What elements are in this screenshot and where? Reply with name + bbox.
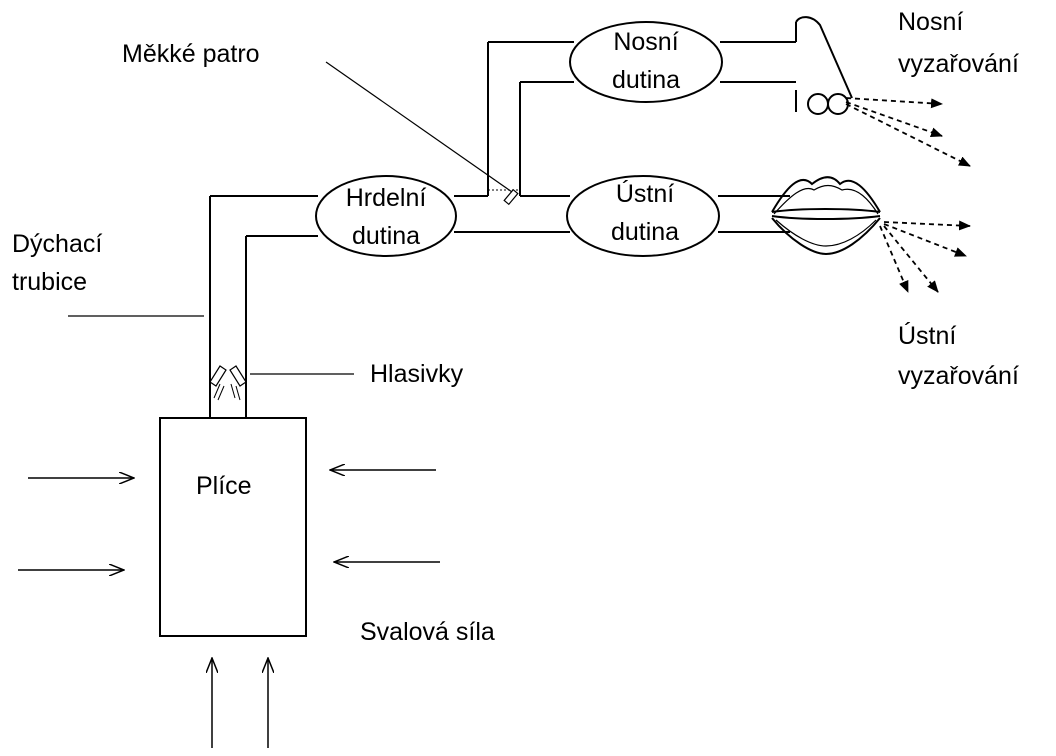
soft-palate-label: Měkké patro	[122, 40, 260, 68]
oral-cavity-label-line2: dutina	[611, 218, 679, 246]
oral-radiation-label-line1: Ústní	[898, 321, 956, 350]
nasal-cavity	[569, 21, 723, 103]
nasal-radiation-label-line1: Nosní	[898, 8, 963, 36]
oral-radiation-arrow-3	[883, 225, 939, 293]
oral-radiation-arrow-4	[879, 225, 909, 293]
oral-radiation-arrow-1	[883, 220, 971, 231]
nostril-right-icon	[827, 93, 849, 115]
pharyngeal-cavity	[315, 175, 457, 257]
oral-radiation-arrow-2	[883, 223, 967, 257]
nasal-radiation-arrow-3	[845, 103, 971, 167]
muscle-force-label: Svalová síla	[360, 618, 495, 646]
lips-icon	[771, 176, 881, 256]
trachea-label-line1: Dýchací	[12, 230, 102, 258]
oral-radiation-label-line2: vyzařování	[898, 362, 1019, 390]
pharyngeal-cavity-label-line2: dutina	[352, 222, 420, 250]
nostril-left-icon	[807, 93, 829, 115]
oral-cavity-label-line1: Ústní	[616, 179, 674, 208]
oral-cavity	[566, 175, 720, 257]
trachea-label-line2: trubice	[12, 268, 87, 296]
lungs-label: Plíce	[196, 472, 252, 500]
pharyngeal-cavity-label-line1: Hrdelní	[346, 184, 427, 212]
vocal-cords-label: Hlasivky	[370, 360, 464, 388]
nasal-radiation-arrow-2	[845, 101, 943, 138]
nasal-radiation-label-line2: vyzařování	[898, 50, 1019, 78]
soft-palate-leader	[325, 61, 513, 193]
lungs-box	[159, 417, 307, 637]
vocal-cords-icon	[209, 365, 247, 401]
nasal-radiation-arrow-1	[845, 97, 943, 109]
nose-outline	[795, 16, 853, 99]
nasal-cavity-label-line1: Nosní	[613, 28, 678, 56]
nasal-cavity-label-line2: dutina	[612, 66, 680, 94]
soft-palate-valve	[503, 188, 519, 206]
